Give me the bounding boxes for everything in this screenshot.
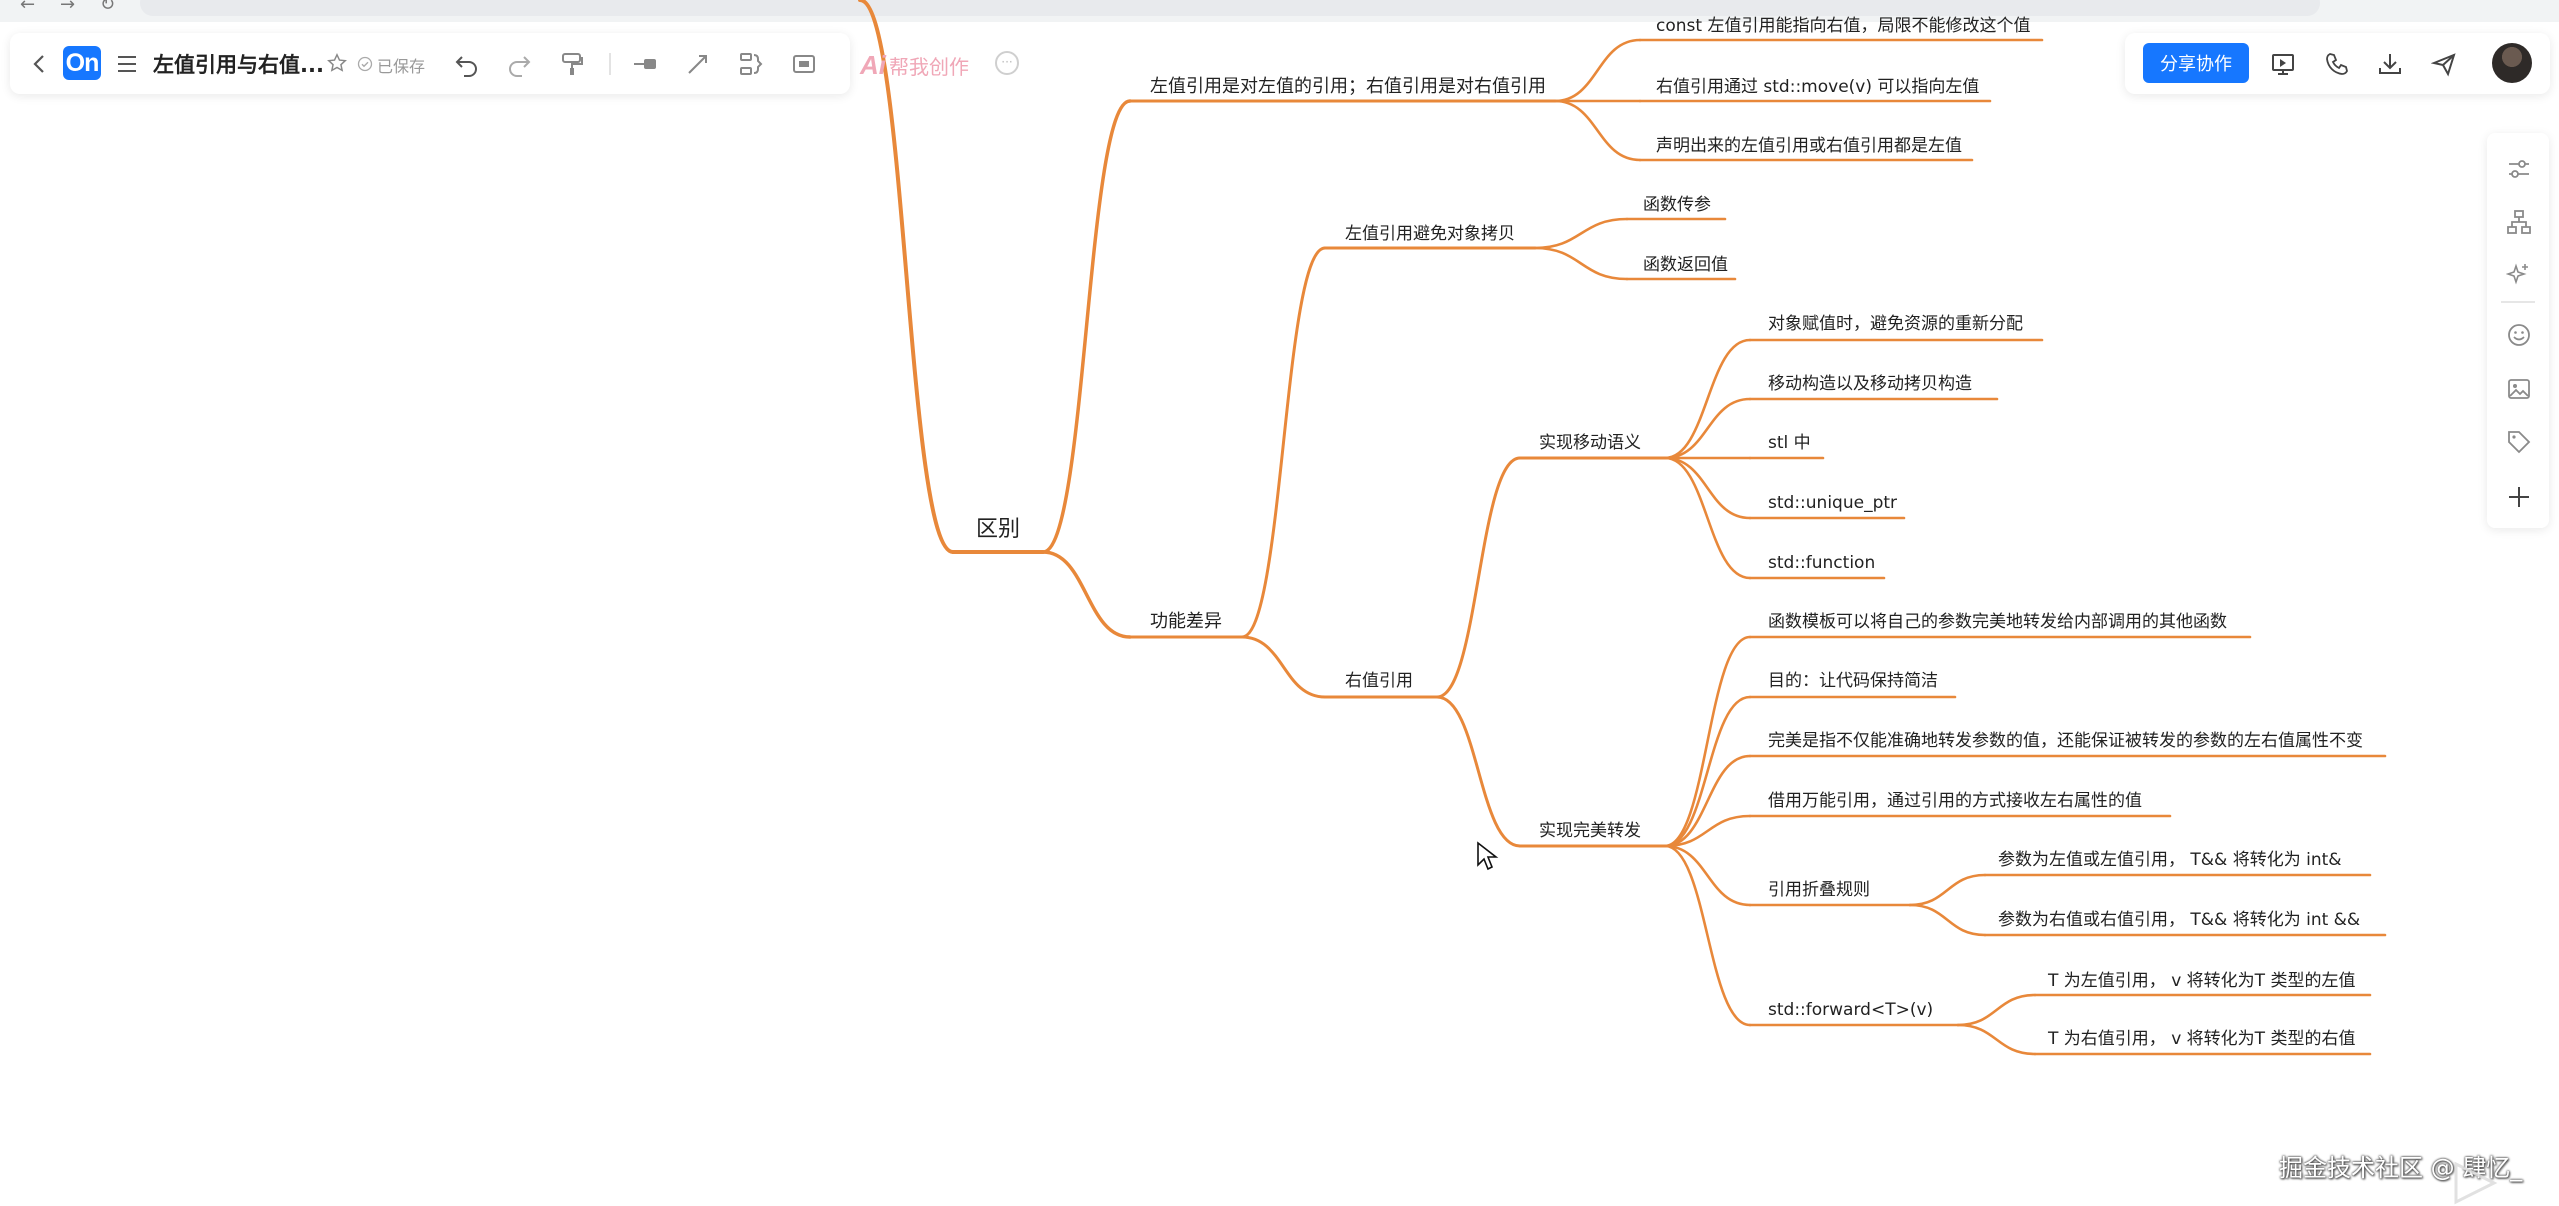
doc-title[interactable]: 左值引用与右值...: [153, 53, 324, 77]
browser-reload-icon[interactable]: ↻: [100, 0, 116, 15]
ai-sparkle-icon[interactable]: [2505, 261, 2533, 289]
conn-obj-assign: [1663, 338, 1752, 460]
node-pf-goal[interactable]: 目的：让代码保持简洁: [1768, 671, 1938, 691]
conn-declared-lvalue: [1553, 99, 1642, 162]
node-rref[interactable]: 右值引用: [1345, 671, 1413, 691]
ai-more-icon[interactable]: ···: [995, 51, 1019, 75]
download-icon[interactable]: [2375, 49, 2405, 79]
presentation-icon[interactable]: [2268, 49, 2298, 79]
back-icon[interactable]: [28, 51, 50, 77]
connect-line-icon[interactable]: [683, 49, 713, 79]
node-func-diff[interactable]: 功能差异: [1150, 611, 1222, 632]
structure-icon[interactable]: [2505, 208, 2533, 236]
node-function[interactable]: std::function: [1768, 553, 1876, 573]
browser-forward-icon[interactable]: →: [60, 0, 76, 15]
side-toolbar: [2487, 133, 2549, 528]
user-avatar[interactable]: [2492, 43, 2532, 83]
undo-icon[interactable]: [452, 49, 482, 79]
node-root[interactable]: 区别: [976, 517, 1021, 542]
send-icon[interactable]: [2429, 49, 2459, 79]
conn-rref: [1240, 635, 1327, 699]
node-unique-ptr[interactable]: std::unique_ptr: [1768, 493, 1898, 513]
saved-check-icon: [356, 55, 374, 73]
conn-collapse: [1663, 844, 1752, 907]
tag-icon[interactable]: [2505, 428, 2533, 456]
node-stl[interactable]: stl 中: [1768, 433, 1811, 453]
node-collapse[interactable]: 引用折叠规则: [1768, 880, 1870, 900]
node-pf-perfect[interactable]: 完美是指不仅能准确地转发参数的值，还能保证被转发的参数的左右值属性不变: [1768, 731, 2363, 751]
node-forward[interactable]: std::forward<T>(v): [1768, 1000, 1934, 1020]
style-settings-icon[interactable]: [2505, 155, 2533, 183]
node-forward-l[interactable]: T 为左值引用， v 将转化为T 类型的左值: [2048, 971, 2356, 991]
conn-forward-r: [1956, 1023, 2037, 1056]
node-const-lref[interactable]: const 左值引用能指向右值，局限不能修改这个值: [1656, 16, 2031, 36]
conn-unique-ptr: [1663, 456, 1752, 520]
conn-pf-template: [1663, 635, 1752, 848]
node-func-return[interactable]: 函数返回值: [1643, 255, 1728, 275]
share-button[interactable]: 分享协作: [2143, 43, 2249, 83]
node-forward-r[interactable]: T 为右值引用， v 将转化为T 类型的右值: [2048, 1029, 2356, 1049]
ai-create-label: 帮我创作: [889, 55, 969, 79]
conn-forward: [1663, 844, 1752, 1027]
emoji-icon[interactable]: [2505, 321, 2533, 349]
toolbar-divider: [609, 53, 611, 75]
share-toolbar: 分享协作: [2125, 33, 2550, 94]
node-declared-lvalue[interactable]: 声明出来的左值引用或右值引用都是左值: [1656, 136, 1962, 156]
node-pf-template[interactable]: 函数模板可以将自己的参数完美地转发给内部调用的其他函数: [1768, 612, 2227, 632]
node-move-ctor[interactable]: 移动构造以及移动拷贝构造: [1768, 374, 1972, 394]
node-perfect-forward[interactable]: 实现完美转发: [1539, 821, 1641, 841]
conn-collapse-l: [1908, 873, 1987, 907]
conn-lref-avoid-copy: [1240, 246, 1327, 639]
insert-topic-icon[interactable]: [630, 49, 660, 79]
conn-root-funcdiff: [1041, 550, 1132, 639]
conn-move-ctor: [1663, 397, 1752, 460]
conn-collapse-r: [1908, 903, 1987, 937]
conn-func-return: [1533, 246, 1629, 281]
browser-back-icon[interactable]: ←: [20, 0, 36, 15]
node-collapse-l[interactable]: 参数为左值或左值引用， T&& 将转化为 int&: [1998, 850, 2342, 870]
conn-const-lref: [1553, 38, 1642, 103]
conn-pf-universal: [1663, 814, 1752, 848]
browser-tab-strip: ← → ↻: [0, 0, 2559, 22]
conn-root-lref: [1041, 99, 1132, 554]
node-rref-move[interactable]: 右值引用通过 std::move(v) 可以指向左值: [1656, 77, 1980, 97]
format-painter-icon[interactable]: [557, 49, 587, 79]
conn-perfect-forward: [1435, 695, 1522, 848]
save-status: 已保存: [377, 57, 426, 76]
node-lref-rref-ref[interactable]: 左值引用是对左值的引用；右值引用是对右值引用: [1150, 76, 1546, 97]
node-lref-avoid-copy[interactable]: 左值引用避免对象拷贝: [1345, 224, 1515, 244]
ai-icon: Ai: [860, 50, 886, 80]
node-pf-universal[interactable]: 借用万能引用，通过引用的方式接收左右属性的值: [1768, 791, 2142, 811]
star-icon[interactable]: [325, 51, 349, 75]
node-obj-assign[interactable]: 对象赋值时，避免资源的重新分配: [1768, 314, 2023, 334]
node-collapse-r[interactable]: 参数为右值或右值引用， T&& 将转化为 int &&: [1998, 910, 2361, 930]
conn-forward-l: [1956, 993, 2037, 1027]
side-divider: [2501, 301, 2535, 303]
node-func-param[interactable]: 函数传参: [1643, 195, 1711, 215]
add-icon[interactable]: [2505, 483, 2533, 511]
main-toolbar: On 左值引用与右值... 已保存: [10, 33, 850, 94]
node-move-semantics[interactable]: 实现移动语义: [1539, 433, 1641, 453]
conn-pf-perfect: [1663, 754, 1752, 848]
video-play-icon: [2454, 1161, 2498, 1205]
mouse-cursor-icon: [1477, 841, 1499, 871]
conn-func-param: [1533, 217, 1629, 250]
root-parent-connector: [858, 0, 955, 554]
conn-move-semantics: [1435, 456, 1522, 699]
conn-pf-goal: [1663, 695, 1752, 848]
redo-icon[interactable]: [504, 49, 534, 79]
conn-function: [1663, 456, 1752, 580]
summary-icon[interactable]: [736, 49, 766, 79]
frame-icon[interactable]: [789, 49, 819, 79]
menu-icon[interactable]: [114, 51, 140, 77]
address-bar[interactable]: [140, 0, 2320, 16]
phone-icon[interactable]: [2322, 49, 2352, 79]
app-logo[interactable]: On: [63, 46, 101, 80]
image-icon[interactable]: [2505, 375, 2533, 403]
